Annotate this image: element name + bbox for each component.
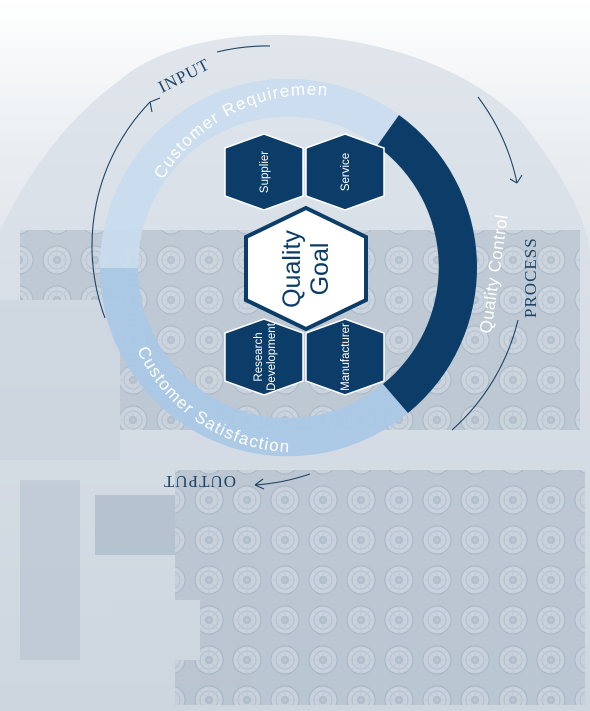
center-hex-quality-goal: Quality Goal [244,205,368,332]
ring-segment-quality-control [377,115,477,413]
label-process: PROCESS [521,237,540,318]
hex-research-label-line1: Research [253,332,265,381]
ring-segment-customer-requirement [99,78,399,268]
center-label-line2: Goal [306,243,334,296]
input-arrow-continued [216,45,271,53]
hex-supplier-label: Supplier [259,151,271,193]
ring-segment-customer-satisfaction [99,268,408,457]
hex-research-development: Research Development [224,318,304,396]
hex-manufacturer: Manufacturer [305,318,385,396]
hex-research-label-line2: Development [266,322,278,391]
flow-arrows [91,45,523,490]
input-arrow [91,101,151,319]
hex-service-label: Service [340,153,352,191]
ring [99,78,477,457]
process-arrow [477,96,518,184]
label-output: OUTPUT [163,472,236,491]
center-label-line1: Quality [278,230,306,308]
hex-service: Service [305,133,385,211]
hex-manufacturer-label: Manufacturer [340,323,352,391]
output-arrow [254,473,311,486]
hex-supplier: Supplier [224,133,304,211]
